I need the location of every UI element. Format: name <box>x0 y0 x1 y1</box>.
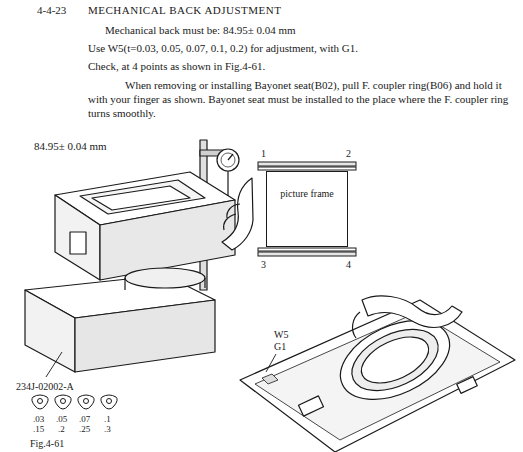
point-number: 2 <box>346 147 351 160</box>
tool-number: 234J-02002-A <box>16 380 74 393</box>
camera-bottom-view <box>240 296 515 452</box>
spec-line: Mechanical back must be: 84.95± 0.04 mm <box>105 24 296 37</box>
dimension: 84.95± 0.04 mm <box>34 140 107 153</box>
camera-on-stand <box>25 140 253 377</box>
frame-label: picture frame <box>280 188 334 199</box>
shim-thickness: .2 <box>58 423 65 436</box>
point-number: 3 <box>261 258 266 271</box>
note-paragraph: When removing or installing Bayonet seat… <box>88 78 513 120</box>
frame-box: picture frame <box>266 171 348 247</box>
part-name: W5 <box>274 328 288 341</box>
section-title: MECHANICAL BACK ADJUSTMENT <box>88 4 282 17</box>
frame-rails <box>258 162 356 256</box>
shim-thickness: .25 <box>79 423 90 436</box>
figure-number: Fig.4-61 <box>30 437 64 450</box>
shim-set <box>32 395 117 409</box>
shim-thickness: .15 <box>33 423 44 436</box>
shim-thickness: .3 <box>104 423 111 436</box>
point-number: 1 <box>261 147 266 160</box>
part-name: G1 <box>274 340 286 353</box>
point-number: 4 <box>346 258 351 271</box>
instruction-line: Check, at 4 points as shown in Fig.4-61. <box>88 60 265 73</box>
section-number: 4-4-23 <box>37 4 66 17</box>
instruction-line: Use W5(t=0.03, 0.05, 0.07, 0.1, 0.2) for… <box>88 42 358 55</box>
